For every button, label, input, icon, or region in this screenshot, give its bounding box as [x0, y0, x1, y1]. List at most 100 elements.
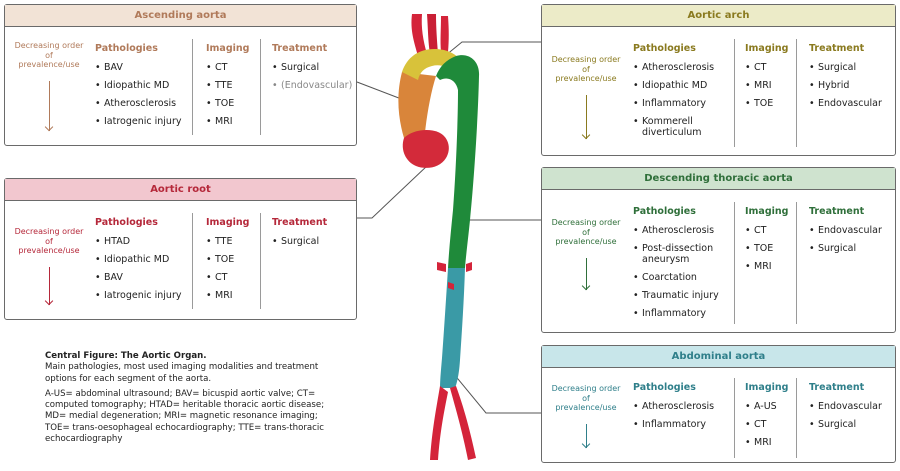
pathologies-column-descending: Pathologies Atherosclerosis Post-dissect… [633, 206, 719, 326]
list-item: Atherosclerosis [95, 98, 181, 109]
treatment-title-abdominal: Treatment [809, 382, 865, 393]
aortic-arch-segment [402, 48, 462, 80]
panel-header-root: Aortic root [5, 179, 356, 201]
panel-title-abdominal: Abdominal aorta [671, 351, 766, 362]
list-item: Endovascular [809, 98, 882, 109]
list-item: Inflammatory [633, 419, 714, 430]
list-item: HTAD [95, 236, 181, 247]
prevalence-order-descending: Decreasing order of prevalence/use [551, 218, 621, 290]
list-item: Atherosclerosis [633, 62, 714, 73]
pathologies-title-ascending: Pathologies [95, 43, 158, 54]
list-item: MRI [206, 290, 249, 301]
list-item: Iatrogenic injury [95, 116, 181, 127]
pathologies-title-root: Pathologies [95, 217, 158, 228]
list-item: Atherosclerosis [633, 225, 719, 236]
prevalence-label-descending: Decreasing order of prevalence/use [551, 218, 621, 246]
list-item: Surgical [272, 62, 352, 73]
column-divider [734, 39, 735, 147]
imaging-title-abdominal: Imaging [745, 382, 789, 393]
down-arrow-icon [585, 95, 587, 139]
list-item: CT [745, 419, 788, 430]
list-item: Endovascular [809, 401, 882, 412]
list-item: (Endovascular) [272, 80, 352, 91]
pathologies-title-arch: Pathologies [633, 43, 696, 54]
aortic-root-segment [402, 130, 449, 168]
prevalence-order-root: Decreasing order of prevalence/use [14, 227, 84, 305]
arch-branches [411, 14, 449, 56]
imaging-column-root: Imaging TTE TOE CT MRI [206, 217, 249, 308]
list-item: MRI [745, 437, 788, 448]
connector-ascending [356, 81, 405, 101]
column-divider [192, 213, 193, 309]
list-item: Coarctation [633, 272, 719, 283]
imaging-title-descending: Imaging [745, 206, 789, 217]
panel-header-arch: Aortic arch [542, 5, 895, 27]
column-divider [192, 39, 193, 135]
treatment-column-root: Treatment Surgical [272, 217, 327, 254]
list-item: CT [745, 62, 788, 73]
list-item: MRI [745, 261, 788, 272]
list-item: Surgical [272, 236, 327, 247]
iliac-branches [430, 262, 476, 460]
list-item: Surgical [809, 243, 882, 254]
treatment-title-descending: Treatment [809, 206, 865, 217]
prevalence-order-ascending: Decreasing order of prevalence/use [14, 41, 84, 131]
descending-aorta-segment [436, 55, 480, 269]
caption-title: Central Figure: The Aortic Organ. [45, 351, 207, 361]
column-divider [796, 378, 797, 458]
imaging-title-root: Imaging [206, 217, 250, 228]
caption-subtitle: Main pathologies, most used imaging moda… [45, 362, 319, 384]
down-arrow-icon [585, 424, 587, 448]
column-divider [796, 39, 797, 147]
pathologies-title-descending: Pathologies [633, 206, 696, 217]
list-item: Iatrogenic injury [95, 290, 181, 301]
pathologies-column-arch: Pathologies Atherosclerosis Idiopathic M… [633, 43, 714, 145]
list-item: TTE [206, 236, 249, 247]
treatment-title-arch: Treatment [809, 43, 865, 54]
list-item: Inflammatory [633, 98, 714, 109]
pathologies-column-root: Pathologies HTAD Idiopathic MD BAV Iatro… [95, 217, 181, 308]
column-divider [734, 378, 735, 458]
list-item: Post-dissection [633, 243, 719, 254]
list-item: Idiopathic MD [633, 80, 714, 91]
panel-abdominal-aorta: Abdominal aorta Decreasing order of prev… [541, 345, 896, 463]
column-divider [260, 39, 261, 135]
list-item: Surgical [809, 62, 882, 73]
caption-abbreviations: A-US= abdominal ultrasound; BAV= bicuspi… [45, 388, 325, 445]
list-item: BAV [95, 62, 181, 73]
panel-title-root: Aortic root [150, 184, 211, 195]
connector-abdominal [443, 361, 541, 414]
list-item: Hybrid [809, 80, 882, 91]
list-item: Endovascular [809, 225, 882, 236]
list-item: TOE [745, 243, 788, 254]
prevalence-order-arch: Decreasing order of prevalence/use [551, 55, 621, 139]
connector-root [357, 164, 429, 219]
list-item: Inflammatory [633, 308, 719, 319]
panel-ascending-aorta: Ascending aorta Decreasing order of prev… [4, 4, 357, 146]
list-item: MRI [745, 80, 788, 91]
list-item: Atherosclerosis [633, 401, 714, 412]
list-item-continued: diverticulum [642, 127, 702, 138]
imaging-column-arch: Imaging CT MRI TOE [745, 43, 788, 116]
list-item: CT [206, 272, 249, 283]
list-item: MRI [206, 116, 249, 127]
list-item: Traumatic injury [633, 290, 719, 301]
panel-title-arch: Aortic arch [687, 10, 750, 21]
pathologies-title-abdominal: Pathologies [633, 382, 696, 393]
prevalence-label-abdominal: Decreasing order of prevalence/use [551, 384, 621, 412]
panel-header-descending: Descending thoracic aorta [542, 168, 895, 190]
list-item: CT [745, 225, 788, 236]
panel-header-abdominal: Abdominal aorta [542, 346, 895, 368]
down-arrow-icon [48, 267, 50, 305]
imaging-column-abdominal: Imaging A-US CT MRI [745, 382, 788, 455]
figure-caption: Central Figure: The Aortic Organ. Main p… [45, 351, 345, 449]
treatment-title-ascending: Treatment [272, 43, 328, 54]
panel-header-ascending: Ascending aorta [5, 5, 356, 27]
list-item-continued: aneurysm [642, 254, 690, 265]
list-item: TOE [206, 98, 249, 109]
ascending-aorta-segment [398, 72, 436, 142]
down-arrow-icon [585, 258, 587, 290]
list-item: Idiopathic MD [95, 80, 181, 91]
panel-aortic-root: Aortic root Decreasing order of prevalen… [4, 178, 357, 320]
